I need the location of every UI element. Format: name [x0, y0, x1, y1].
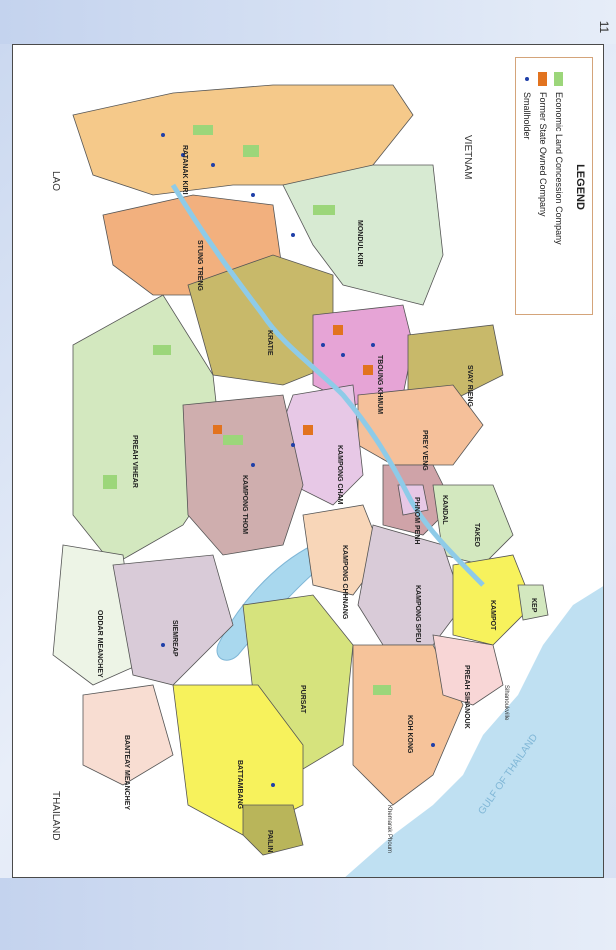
elc-marker: [373, 685, 391, 695]
map-frame: LAO THAILAND VIETNAM GULF OF THAILAND RA…: [12, 44, 604, 878]
province-label-kampong-cham: KAMPONG CHAM: [336, 445, 343, 505]
province-label-kampong-chhnang: KAMPONG CHHNANG: [341, 545, 348, 620]
elc-swatch: [554, 72, 564, 86]
sea: [345, 586, 603, 877]
province-shape-pailin: [242, 804, 304, 856]
smallholder-marker: [211, 163, 215, 167]
province-label-mondul-kiri: MONDUL KIRI: [356, 220, 363, 267]
city-label-sihanoukville: Sihanoukville: [503, 685, 509, 721]
province-label-koh-kong: KOH KONG: [406, 715, 413, 754]
legend-content: LEGEND Economic Land Concession Company …: [516, 58, 594, 316]
province-label-kep: KEP: [530, 598, 537, 613]
province-label-siemreap: SIEMREAP: [171, 620, 178, 657]
state-owned-marker: [363, 365, 373, 375]
province-label-ratanak-kiri: RATANAK KIRI: [181, 145, 188, 195]
smallholder-dot-icon: [525, 77, 529, 81]
province-label-preah-sihanouk: PREAH SIHANOUK: [463, 665, 470, 729]
city-label-koh-kong: Khemarak Phoum: [386, 805, 392, 853]
state-owned-marker: [333, 325, 343, 335]
province-shape-banteay-meanchey: [82, 684, 174, 786]
country-label-thailand: THAILAND: [50, 791, 61, 840]
state-owned-marker: [303, 425, 313, 435]
province-shape-kep: [517, 584, 549, 621]
province-label-kampong-thom: KAMPONG THOM: [241, 475, 248, 534]
province-label-battambang: BATTAMBANG: [236, 760, 243, 810]
province-shape-preah-sihanouk: [432, 634, 504, 706]
province-shapes: [52, 84, 549, 856]
mekong-river: [170, 183, 485, 587]
cambodia-map: LAO THAILAND VIETNAM GULF OF THAILAND RA…: [13, 45, 603, 877]
province-label-preah-vihear: PREAH VIHEAR: [131, 435, 138, 488]
province-shape-kampong-thom: [182, 394, 304, 556]
legend: LEGEND Economic Land Concession Company …: [515, 57, 593, 315]
province-label-pailin: PAILIN: [266, 830, 273, 852]
smallholder-marker: [291, 233, 295, 237]
province-label-phnom-penh: PHNOM PENH: [413, 497, 420, 544]
elc-marker: [153, 345, 171, 355]
elc-marker: [243, 145, 259, 157]
legend-item-label: Former State Owned Company: [538, 92, 548, 217]
province-label-pursat: PURSAT: [299, 685, 306, 714]
legend-item-label: Economic Land Concession Company: [554, 92, 564, 245]
state-owned-marker: [213, 425, 222, 434]
province-label-prey-veng: PREY VENG: [421, 430, 428, 471]
smallholder-marker: [341, 353, 345, 357]
smallholder-markers: [161, 133, 435, 787]
smallholder-marker: [161, 133, 165, 137]
legend-item-smallholder: Smallholder: [522, 72, 532, 140]
smallholder-marker: [371, 343, 375, 347]
elc-marker: [193, 125, 213, 135]
country-label-lao: LAO: [50, 171, 61, 191]
smallholder-marker: [321, 343, 325, 347]
smallholder-marker: [181, 153, 185, 157]
smallholder-marker: [251, 193, 255, 197]
elc-marker: [223, 435, 243, 445]
state-owned-markers: [213, 325, 373, 435]
province-label-kampot: KAMPOT: [489, 600, 496, 631]
province-label-takeo: TAKEO: [473, 523, 480, 548]
legend-item-label: Smallholder: [522, 92, 532, 140]
province-label-svay-rieng: SVAY RIENG: [466, 365, 473, 407]
footer-band: [0, 878, 616, 950]
legend-item-state-owned: Former State Owned Company: [538, 72, 548, 217]
country-label-vietnam: VIETNAM: [462, 135, 473, 179]
legend-item-elc: Economic Land Concession Company: [554, 72, 564, 245]
province-label-tboung-khmum: TBOUNG KHMUM: [376, 355, 383, 414]
province-label-kratie: KRATIE: [266, 330, 273, 356]
province-label-kampong-speu: KAMPONG SPEU: [414, 585, 421, 643]
elc-marker: [313, 205, 335, 215]
elc-marker: [103, 475, 117, 489]
province-label-kandal: KANDAL: [441, 495, 448, 525]
page-number: 11: [596, 20, 611, 34]
legend-title: LEGEND: [574, 164, 586, 210]
province-label-banteay-meanchey: BANTEAY MEANCHEY: [123, 735, 130, 810]
smallholder-marker: [431, 743, 435, 747]
smallholder-marker: [271, 783, 275, 787]
province-shape-mondul-kiri: [282, 164, 444, 306]
province-shape-siemreap: [112, 554, 234, 686]
province-shape-svay-rieng: [407, 324, 504, 406]
header-band: [0, 0, 616, 44]
smallholder-marker: [251, 463, 255, 467]
state-owned-swatch: [538, 72, 548, 86]
elc-markers: [103, 125, 391, 695]
province-labels: RATANAK KIRI MONDUL KIRI STUNG TRENG KRA…: [96, 145, 537, 852]
province-label-stung-treng: STUNG TRENG: [196, 240, 203, 292]
smallholder-marker: [161, 643, 165, 647]
province-label-oddar-meanchey: ODDAR MEANCHEY: [96, 610, 103, 678]
smallholder-marker: [291, 443, 295, 447]
province-shape-battambang: [172, 684, 304, 836]
